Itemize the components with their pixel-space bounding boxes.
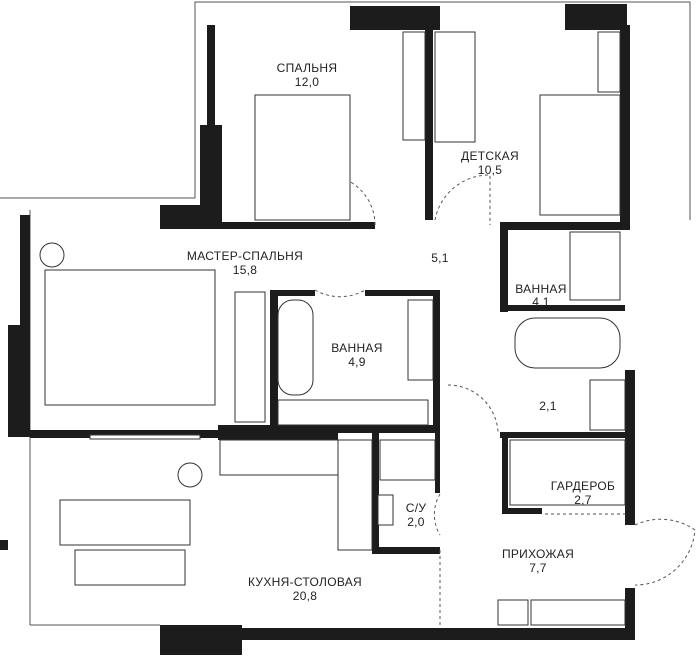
wardrobe	[597, 31, 621, 93]
doors	[314, 174, 696, 625]
sink	[569, 231, 621, 301]
kitchen-counter	[337, 439, 373, 551]
wardrobe	[402, 31, 426, 141]
room-name-entrance: ПРИХОЖАЯ	[502, 547, 574, 561]
room-area-wardrobe: 2,7	[574, 493, 592, 507]
plant	[39, 242, 65, 268]
room-name-kitchen: КУХНЯ-СТОЛОВАЯ	[248, 575, 362, 589]
room-area-master: 15,8	[233, 263, 258, 277]
toilet	[379, 439, 436, 481]
washing-machine	[589, 379, 626, 431]
tv	[89, 434, 201, 440]
room-area-utility: 2,1	[539, 399, 557, 413]
bed	[539, 94, 621, 216]
room-area-bath2: 4,9	[348, 355, 366, 369]
room-area-hall: 5,1	[431, 251, 449, 265]
room-name-bath2: ВАННАЯ	[331, 341, 382, 355]
room-name-wardrobe: ГАРДЕРОБ	[551, 479, 615, 493]
sink	[377, 494, 394, 526]
sofa	[59, 499, 191, 546]
wardrobe-rail	[509, 439, 626, 506]
room-name-kids: ДЕТСКАЯ	[461, 149, 519, 163]
room-area-kids: 10,5	[478, 163, 503, 177]
room-area-entrance: 7,7	[529, 561, 547, 575]
kitchen-counter	[219, 439, 339, 476]
sink	[407, 299, 434, 381]
desk	[434, 31, 476, 143]
walls	[0, 4, 635, 655]
room-area-wc: 2,0	[407, 515, 425, 529]
shoe-cabinet	[530, 599, 626, 626]
wardrobe	[234, 291, 266, 423]
room-area-bedroom: 12,0	[295, 75, 320, 89]
room-name-master: МАСТЕР-СПАЛЬНЯ	[187, 249, 303, 263]
bed	[44, 269, 216, 406]
bathtub	[277, 299, 314, 396]
bathtub	[514, 317, 621, 369]
furniture	[39, 31, 626, 626]
cooktop	[497, 599, 529, 626]
bed	[254, 94, 351, 221]
plant	[177, 462, 203, 488]
room-name-bedroom: СПАЛЬНЯ	[277, 61, 338, 75]
room-labels: СПАЛЬНЯ 12,0 ДЕТСКАЯ 10,5 МАСТЕР-СПАЛЬНЯ…	[187, 61, 615, 603]
room-area-bath1: 4,1	[532, 295, 550, 309]
room-name-bath1: ВАННАЯ	[515, 282, 566, 296]
outer-outline	[0, 1, 691, 220]
room-area-kitchen: 20,8	[293, 589, 318, 603]
room-name-wc: С/У	[406, 501, 427, 515]
dining-table	[74, 549, 186, 586]
vanity	[277, 399, 429, 426]
